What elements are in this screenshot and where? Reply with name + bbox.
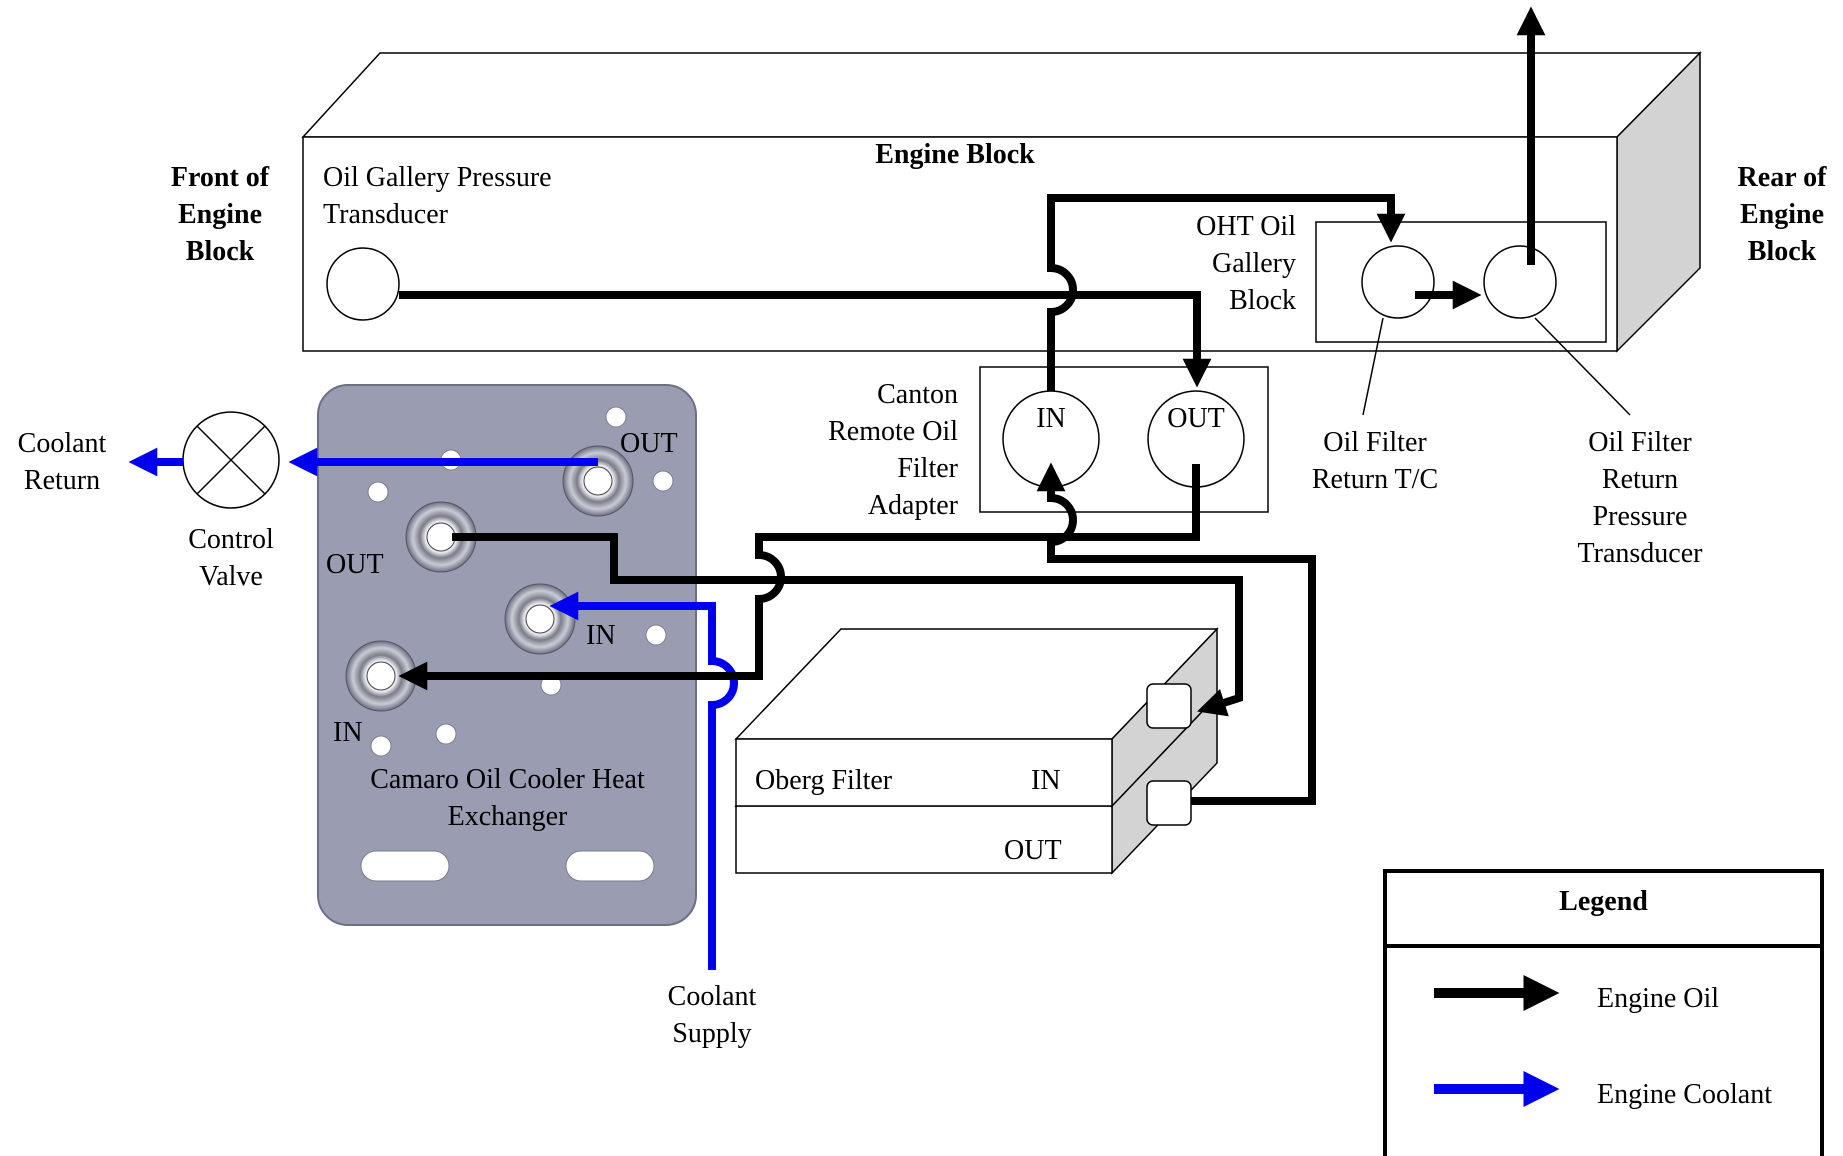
slot (565, 850, 655, 882)
coolant-supply-line (549, 591, 738, 970)
legend-engine-coolant-label: Engine Coolant (1597, 1079, 1772, 1110)
oht-gallery-block-box (1315, 221, 1607, 343)
oberg-fitting-in (1146, 683, 1192, 729)
coolant-supply-label: Coolant Supply (667, 981, 757, 1049)
oil-filter-return-pressure-transducer-symbol (1483, 245, 1557, 319)
hx-in-bottom-label: IN (333, 717, 363, 748)
oil-gallery-pressure-transducer-symbol (326, 247, 400, 321)
slot (360, 850, 450, 882)
canton-adapter-label: Canton Remote Oil Filter Adapter (828, 379, 958, 521)
oberg-lower-front (735, 805, 1113, 874)
canton-in-label: IN (1036, 403, 1066, 434)
oberg-fitting-out (1146, 780, 1192, 826)
legend-engine-oil-label: Engine Oil (1597, 983, 1720, 1014)
control-valve-label: Control Valve (188, 524, 274, 592)
rear-of-engine-block-label: Rear of Engine Block (1737, 162, 1827, 267)
oil-oberg-out-to-canton-in (1036, 462, 1316, 805)
oberg-out-label: OUT (1004, 835, 1062, 866)
hx-out-top-label: OUT (620, 428, 678, 459)
mounting-hole (435, 723, 457, 745)
oht-oil-gallery-block-label: OHT Oil Gallery Block (1196, 211, 1296, 316)
leader-line-pt (1534, 317, 1631, 416)
camaro-hx-label: Camaro Oil Cooler Heat Exchanger (370, 764, 645, 832)
leader-line-tc (1362, 317, 1384, 416)
engine-block-label: Engine Block (875, 139, 1035, 170)
oil-filter-return-pressure-transducer-label: Oil Filter Return Pressure Transducer (1577, 427, 1703, 569)
oil-gallery-to-canton-out (399, 291, 1212, 388)
oberg-filter (734, 627, 1219, 875)
mounting-hole (652, 470, 674, 492)
mounting-hole (605, 406, 627, 428)
oberg-filter-label: Oberg Filter (755, 765, 893, 796)
oberg-in-label: IN (1031, 765, 1061, 796)
oberg-upper-front (735, 738, 1113, 807)
port-bore (525, 604, 555, 634)
hx-out-left-label: OUT (326, 549, 384, 580)
mounting-hole (645, 624, 667, 646)
oil-canton-in-to-tc (1047, 194, 1406, 391)
coolant-flow (128, 447, 738, 970)
control-valve-symbol (182, 411, 280, 509)
oil-filter-return-tc-label: Oil Filter Return T/C (1311, 427, 1439, 495)
port-bore (583, 466, 613, 496)
port-bore (366, 661, 396, 691)
oil-canton-out-to-hx-in (398, 464, 1200, 691)
coolant-return-label: Coolant Return (17, 428, 107, 496)
port-bore (426, 522, 456, 552)
engine-block (301, 51, 1702, 353)
legend-body-box (1383, 944, 1824, 1156)
mounting-hole (367, 481, 389, 503)
engine-block-top-face (301, 52, 1702, 138)
oil-flow (398, 6, 1546, 805)
oil-hx-out-to-oberg-in (452, 533, 1243, 717)
legend (1383, 869, 1824, 1156)
front-of-engine-block-label: Front of Engine Block (170, 162, 270, 267)
oil-gallery-pressure-transducer-label: Oil Gallery Pressure Transducer (323, 162, 552, 230)
legend-title: Legend (1559, 886, 1648, 917)
hx-in-mid-label: IN (586, 620, 616, 651)
canton-out-label: OUT (1167, 403, 1225, 434)
oil-filter-return-tc-symbol (1361, 245, 1435, 319)
mounting-hole (370, 735, 392, 757)
